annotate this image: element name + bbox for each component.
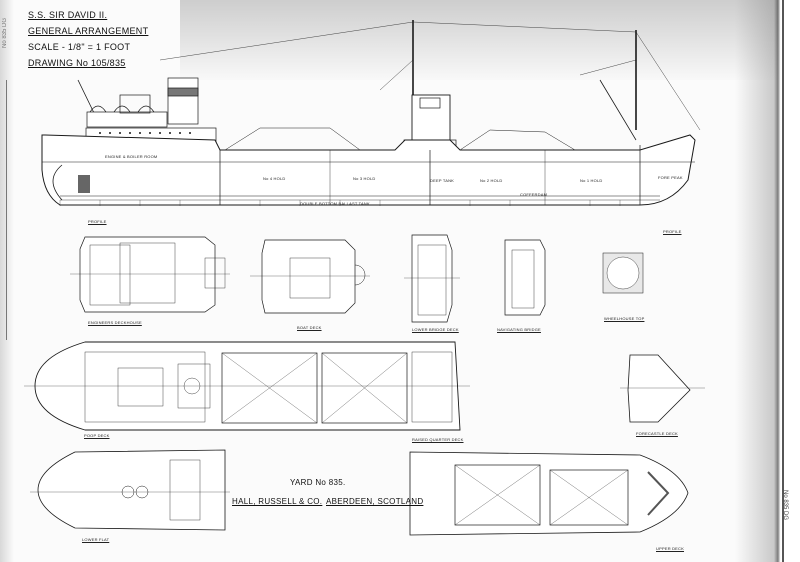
yard-number: YARD No 835. [290,478,346,487]
annotation-hold-2: No 2 HOLD [480,178,503,183]
annotation-double-bottom: DOUBLE BOTTOM BALLAST TANK [300,201,370,206]
annotation-cofferdam: COFFERDAM [520,192,548,197]
annotation-hold-4: No 4 HOLD [263,176,286,181]
label-raised-quarter-deck: RAISED QUARTER DECK [412,437,464,442]
label-lower-flat: LOWER FLAT [82,537,110,542]
annotation-hold-1: No 1 HOLD [580,178,603,183]
paper-smudge-top [180,0,780,80]
title-block: S.S. SIR DAVID II. GENERAL ARRANGEMENT S… [28,10,148,74]
annotation-deep-tank: DEEP TANK [430,178,455,183]
drawing-title: GENERAL ARRANGEMENT [28,26,149,36]
label-navigating-bridge: NAVIGATING BRIDGE [497,327,541,332]
label-engineers-deckhouse: ENGINEERS DECKHOUSE [88,320,142,325]
paper-smudge-right [735,0,800,562]
annotation-engine-boiler-room: ENGINE & BOILER ROOM [105,154,158,159]
paper-smudge-left [0,0,14,562]
label-wheelhouse-top: WHEELHOUSE TOP [604,316,645,321]
side-stamp-right: No 835 DG [782,490,788,521]
sheet-edge-left [6,80,7,340]
drawing-scale: SCALE - 1/8" = 1 FOOT [28,42,131,52]
annotation-hold-3: No 3 HOLD [353,176,376,181]
label-upper-deck: UPPER DECK [656,546,685,551]
label-boat-deck: BOAT DECK [297,325,322,330]
annotation-fore-peak: FORE PEAK [658,175,683,180]
label-forecastle-deck: FORECASTLE DECK [636,431,678,436]
label-lower-bridge-deck: LOWER BRIDGE DECK [412,327,459,332]
label-poop-deck: POOP DECK [84,433,110,438]
label-profile-left: PROFILE [88,219,107,224]
builder-company: HALL, RUSSELL & CO. [232,497,323,506]
builder-location: ABERDEEN, SCOTLAND [326,497,424,506]
sheet-edge-right [782,0,784,562]
ship-name: S.S. SIR DAVID II. [28,10,108,20]
label-profile-right: PROFILE [663,229,682,234]
drawing-number: DRAWING No 105/835 [28,58,126,68]
